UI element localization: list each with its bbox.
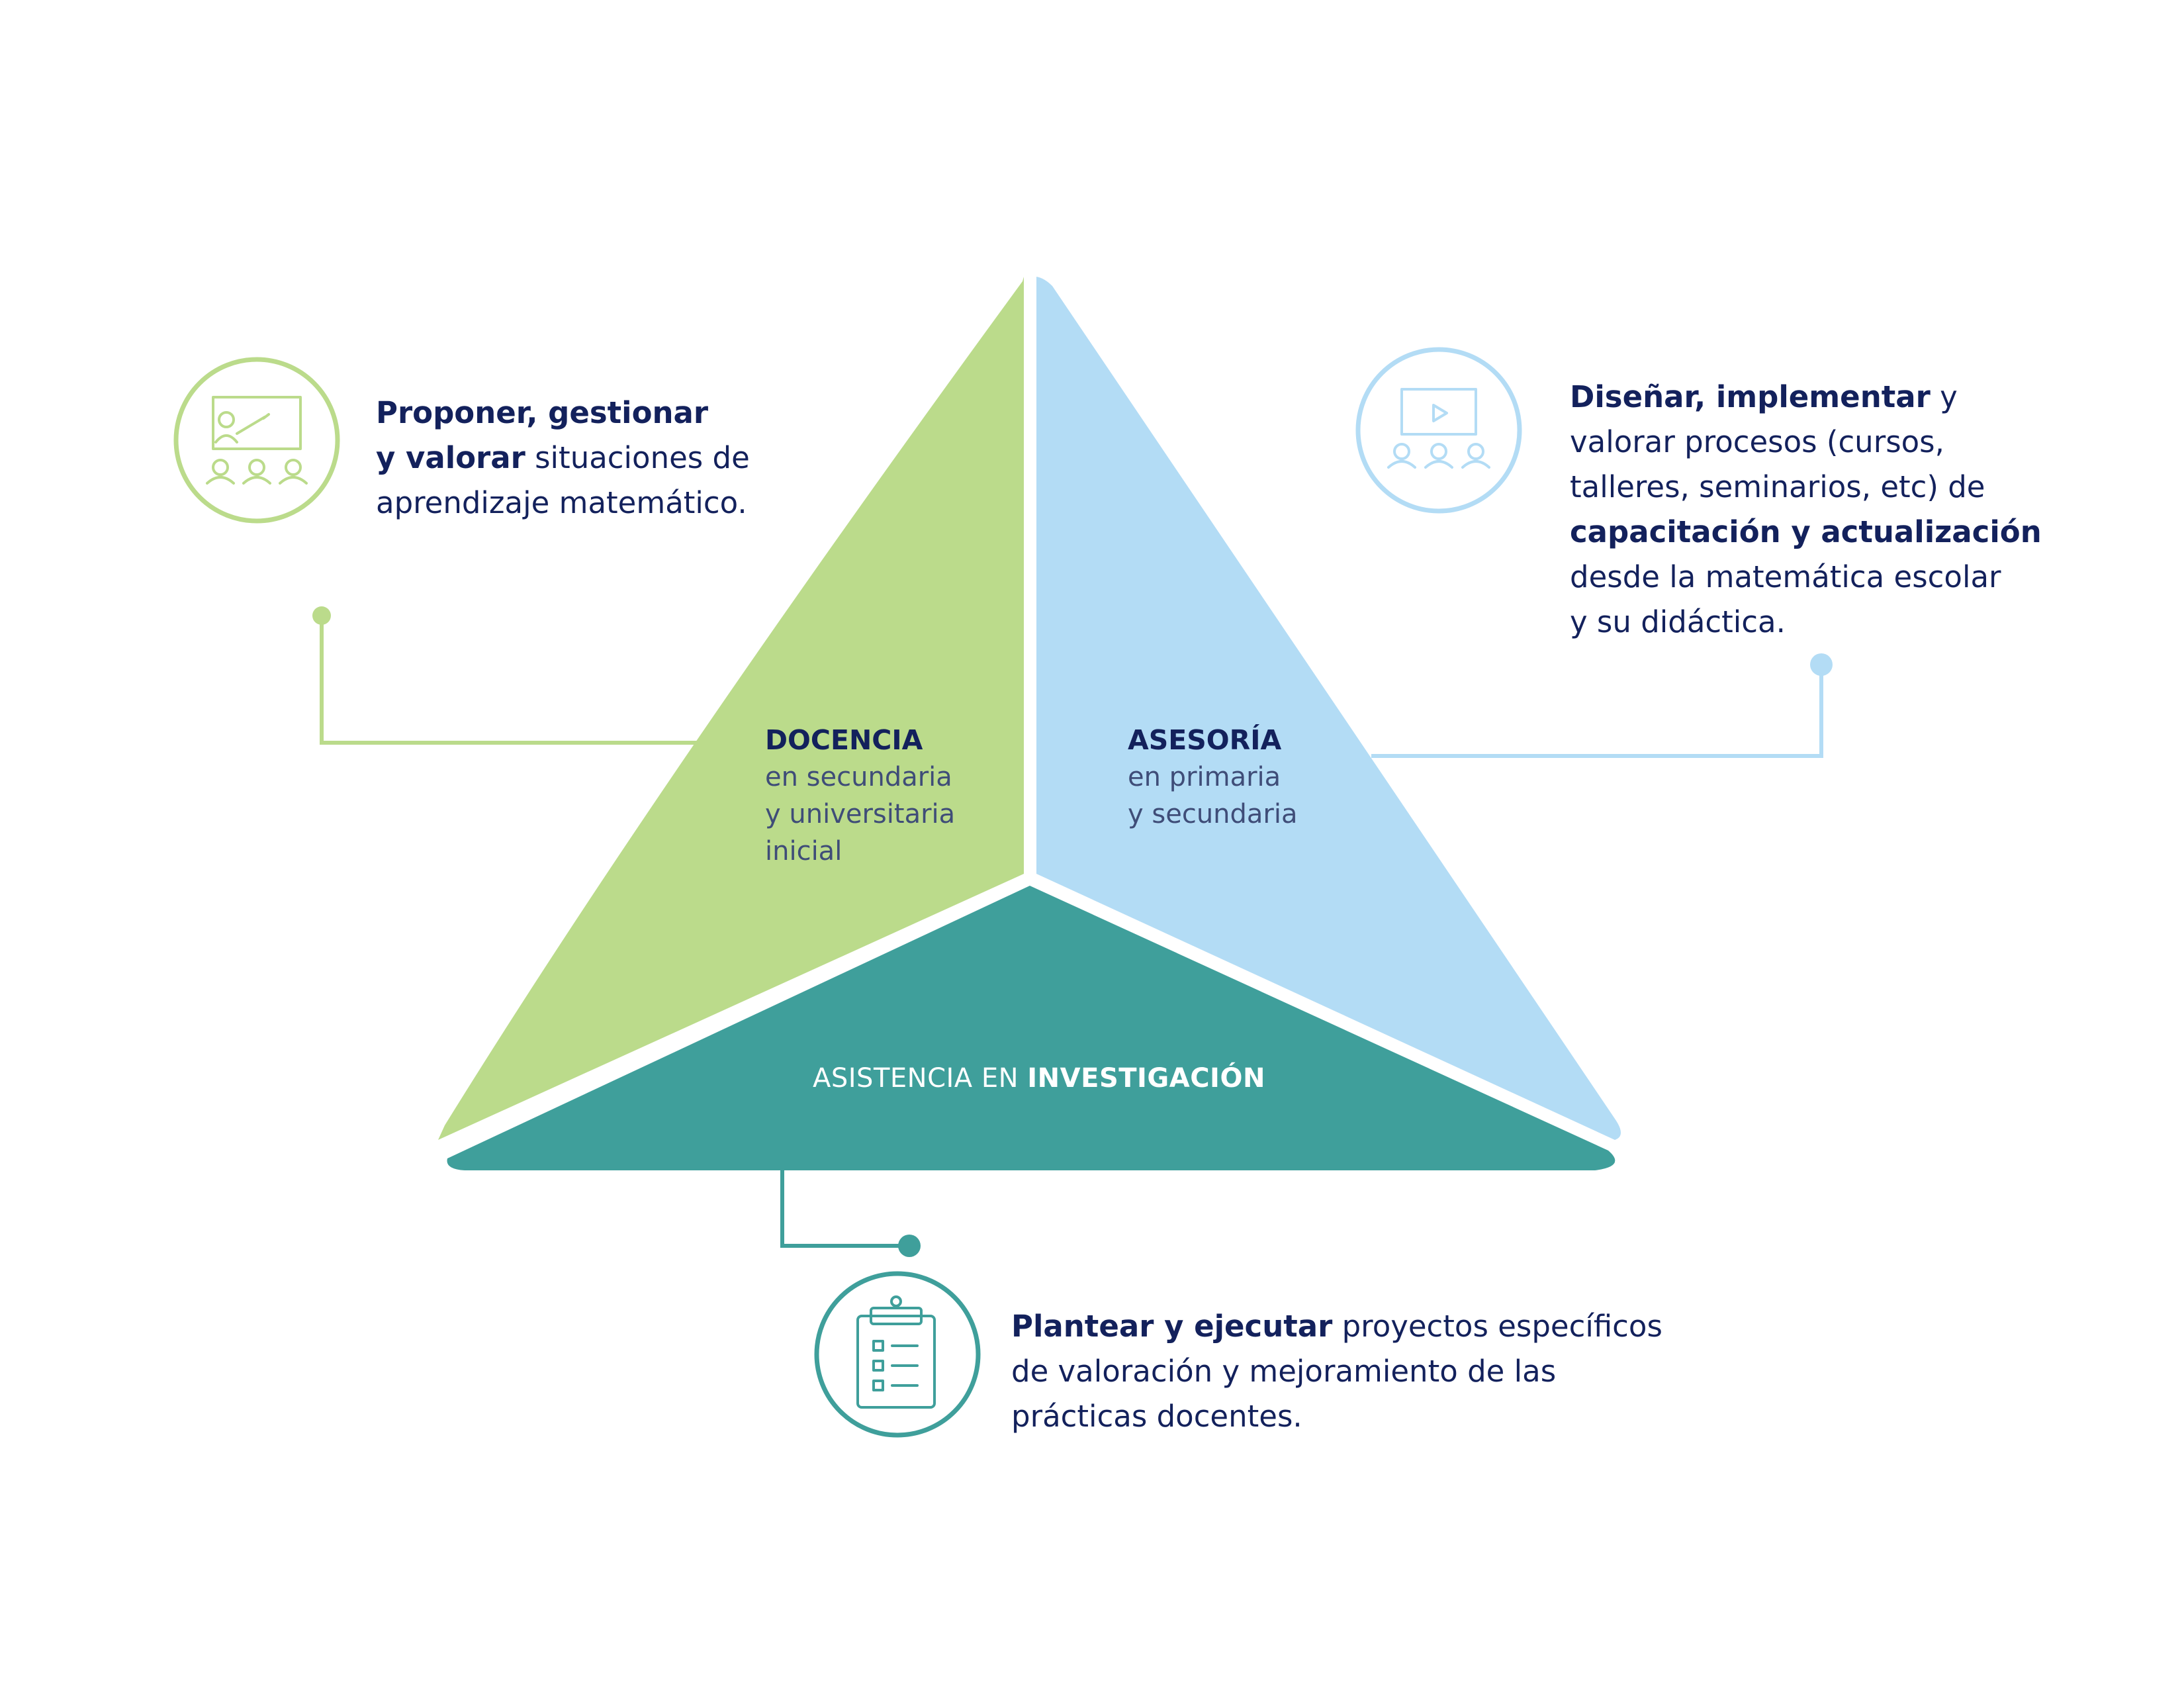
description-investigacion: Plantear y ejecutar proyectos específico… bbox=[1011, 1304, 1662, 1439]
segment-label-investigacion: ASISTENCIA EN INVESTIGACIÓN bbox=[813, 1063, 1265, 1094]
docencia-desc-bold-2: y valorar bbox=[376, 440, 525, 475]
teacher-presentation-icon bbox=[173, 357, 340, 524]
segment-investigacion bbox=[447, 886, 1615, 1170]
investigacion-prefix: ASISTENCIA EN bbox=[813, 1063, 1028, 1094]
segment-asesoria bbox=[1036, 277, 1621, 1140]
docencia-sub-2: y universitaria bbox=[765, 799, 956, 829]
docencia-sub-3: inicial bbox=[765, 836, 842, 867]
asesoria-desc-line-3: talleres, seminarios, etc) de bbox=[1570, 469, 1985, 504]
asesoria-desc-bold-1: Diseñar, implementar bbox=[1570, 379, 1931, 414]
connector-asesoria bbox=[1371, 653, 1833, 758]
docencia-desc-rest-2: situaciones de bbox=[525, 440, 750, 475]
investigacion-desc-rest-1: proyectos específicos bbox=[1332, 1309, 1662, 1344]
asesoria-sub-1: en primaria bbox=[1128, 762, 1281, 792]
investigacion-bold: INVESTIGACIÓN bbox=[1027, 1063, 1265, 1094]
docencia-desc-bold-1: Proponer, gestionar bbox=[376, 395, 709, 430]
segment-label-docencia: DOCENCIA en secundaria y universitaria i… bbox=[765, 722, 955, 870]
asesoria-sub-2: y secundaria bbox=[1128, 799, 1298, 829]
investigacion-desc-line-3: prácticas docentes. bbox=[1011, 1399, 1302, 1434]
video-training-icon bbox=[1355, 347, 1522, 514]
asesoria-desc-line-2: valorar procesos (cursos, bbox=[1570, 424, 1944, 459]
asesoria-desc-rest-1: y bbox=[1930, 379, 1958, 414]
investigacion-desc-line-2: de valoración y mejoramiento de las bbox=[1011, 1354, 1557, 1389]
asesoria-desc-bold-4: capacitación y actualización bbox=[1570, 514, 2042, 549]
segment-docencia bbox=[438, 277, 1024, 1140]
docencia-desc-line-3: aprendizaje matemático. bbox=[376, 485, 747, 520]
description-docencia: Proponer, gestionar y valorar situacione… bbox=[376, 391, 750, 526]
asesoria-title: ASESORÍA bbox=[1128, 724, 1282, 756]
investigacion-desc-bold-1: Plantear y ejecutar bbox=[1011, 1309, 1333, 1344]
asesoria-desc-line-6: y su didáctica. bbox=[1570, 604, 1786, 639]
connector-docencia bbox=[312, 606, 705, 745]
docencia-title: DOCENCIA bbox=[765, 724, 923, 756]
description-asesoria: Diseñar, implementar y valorar procesos … bbox=[1570, 375, 2042, 645]
clipboard-checklist-icon bbox=[814, 1271, 981, 1438]
connector-investigacion bbox=[780, 1170, 921, 1257]
asesoria-desc-line-5: desde la matemática escolar bbox=[1570, 559, 2001, 594]
segment-label-asesoria: ASESORÍA en primaria y secundaria bbox=[1128, 722, 1298, 833]
docencia-sub-1: en secundaria bbox=[765, 762, 952, 792]
